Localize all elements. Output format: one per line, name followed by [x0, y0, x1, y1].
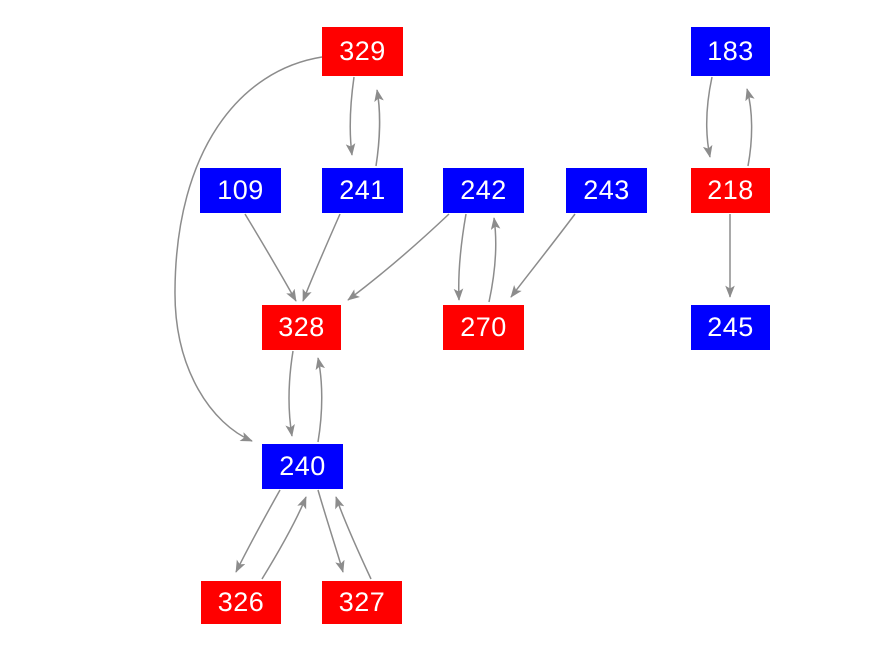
node-label-270: 270 [460, 312, 507, 342]
edge-242-to-328 [347, 213, 450, 301]
node-label-329: 329 [339, 36, 386, 66]
node-label-245: 245 [707, 312, 754, 342]
graph-node-270[interactable]: 270 [443, 305, 524, 350]
edge-329-to-241 [345, 76, 356, 156]
edge-328-to-240 [285, 350, 295, 437]
edge-329-to-240 [174, 56, 323, 442]
edge-109-to-328 [244, 213, 297, 302]
edge-218-to-183 [745, 88, 755, 167]
edge-240-to-328 [315, 357, 326, 443]
graph-node-109[interactable]: 109 [200, 168, 281, 213]
graph-node-242[interactable]: 242 [443, 168, 524, 213]
graph-node-240[interactable]: 240 [262, 444, 343, 489]
edge-326-to-240 [261, 496, 307, 580]
node-label-241: 241 [339, 175, 386, 205]
graph-node-245[interactable]: 245 [691, 305, 770, 350]
node-label-240: 240 [279, 451, 326, 481]
node-label-242: 242 [460, 175, 507, 205]
edge-243-to-270 [510, 213, 576, 298]
edge-327-to-240 [335, 496, 372, 580]
edge-240-to-327 [317, 489, 345, 573]
edge-242-to-270 [453, 213, 467, 301]
graph-node-329[interactable]: 329 [322, 27, 403, 76]
node-label-326: 326 [217, 587, 265, 617]
node-label-243: 243 [583, 175, 630, 205]
edge-241-to-329 [374, 89, 384, 167]
edge-270-to-242 [488, 217, 501, 303]
graph-node-218[interactable]: 218 [691, 168, 770, 213]
node-label-328: 328 [278, 312, 325, 342]
graph-node-243[interactable]: 243 [566, 168, 647, 213]
edge-240-to-326 [235, 489, 281, 573]
graph-node-328[interactable]: 328 [262, 305, 341, 350]
edge-183-to-218 [702, 76, 713, 158]
node-label-327: 327 [338, 587, 386, 617]
node-label-109: 109 [217, 175, 264, 205]
node-label-183: 183 [707, 36, 754, 66]
node-label-218: 218 [707, 175, 754, 205]
graph-node-327[interactable]: 327 [322, 581, 402, 624]
graph-node-183[interactable]: 183 [691, 27, 770, 76]
graph-node-326[interactable]: 326 [201, 581, 281, 624]
graph-node-241[interactable]: 241 [322, 168, 403, 213]
edge-241-to-328 [302, 213, 341, 302]
